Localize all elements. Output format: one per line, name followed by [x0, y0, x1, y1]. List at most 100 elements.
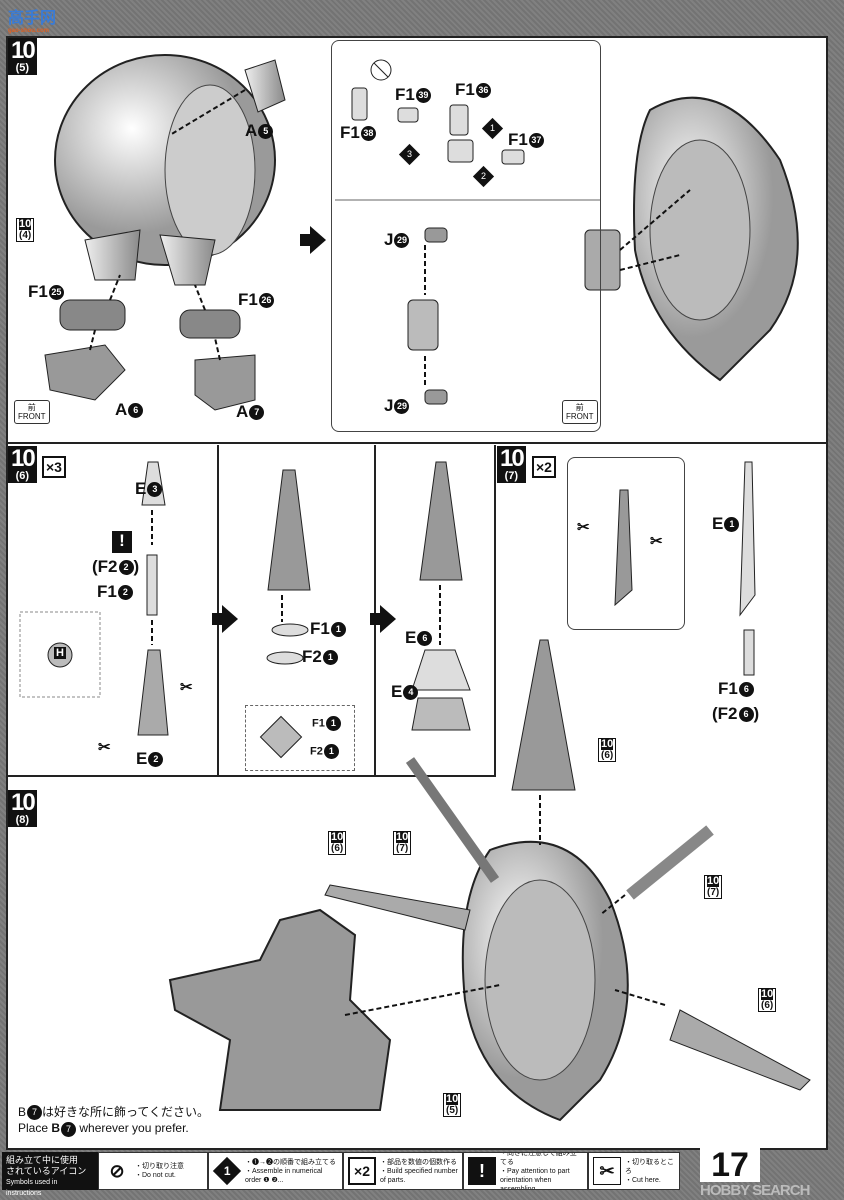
ref-step-10-7: 10(7) — [393, 831, 412, 855]
step-10-5-header: 10(5) — [8, 38, 37, 75]
step-10-7-header: 10(7) — [497, 446, 526, 483]
cut-here-icon: ✂ — [593, 1157, 621, 1185]
part-f1-26 — [179, 309, 241, 339]
step-arrow-icon — [300, 226, 326, 254]
part-f1-25 — [59, 299, 126, 331]
step-10-6-header: 10(6) — [8, 446, 37, 483]
multiplier-icon: ×2 — [348, 1157, 376, 1185]
attention-icon: ! — [468, 1157, 496, 1185]
divider — [6, 775, 496, 777]
legend-numerical-order: 1・❶→❷の順番で組み立てる・Assemble in numerical ord… — [208, 1152, 343, 1190]
legend-do-not-cut: ⊘・切り取り注意・Do not cut. — [98, 1152, 208, 1190]
cut-here-icon: ✂ — [180, 679, 193, 696]
attention-icon: ! — [112, 531, 132, 553]
thruster-left — [84, 229, 141, 281]
subassembly-inset — [331, 40, 601, 432]
do-not-cut-icon: ⊘ — [109, 1160, 125, 1181]
gundam-figure — [168, 908, 392, 1111]
part-e6 — [411, 649, 471, 691]
multiplier-badge: ×2 — [532, 456, 556, 478]
cut-here-icon: ✂ — [98, 739, 111, 756]
cut-here-icon: ✂ — [577, 519, 590, 536]
hobby-search-watermark: HOBBY SEARCH — [700, 1182, 810, 1199]
ref-step-10-7: 10(7) — [704, 875, 723, 899]
numerical-order-icon: 1 — [212, 1156, 242, 1186]
part-f1-1 — [271, 623, 309, 637]
divider — [6, 442, 828, 444]
cone-assembled-1 — [267, 469, 311, 591]
part-e2 — [137, 649, 169, 736]
e1-part — [739, 461, 756, 617]
step-arrow-icon — [370, 605, 396, 633]
ref-step-10-6: 10(6) — [758, 988, 777, 1012]
part-a6 — [44, 344, 126, 401]
divider — [374, 445, 376, 775]
part-f2-1 — [266, 651, 304, 665]
cone-assembled-2 — [419, 461, 463, 581]
final-cone-top — [511, 639, 576, 791]
step-arrow-icon — [212, 605, 238, 633]
step-10-8-header: 10(8) — [8, 790, 37, 827]
page-number: 17 — [700, 1148, 760, 1182]
part-a7 — [194, 354, 256, 411]
part-e4 — [411, 697, 471, 731]
multiplier-badge: ×3 — [42, 456, 66, 478]
part-a5 — [244, 59, 286, 113]
ref-step-10-6: 10(6) — [598, 738, 617, 762]
joint-part — [584, 229, 621, 291]
final-cone-right — [669, 1009, 811, 1091]
legend-multiplier: ×2・部品を数値の個数作る・Build specified number of … — [343, 1152, 463, 1190]
cut-here-icon: ✂ — [650, 533, 663, 550]
part-f1-6 — [743, 629, 755, 676]
ref-step-10-4: 10(4) — [16, 218, 35, 242]
h-mark: H — [54, 647, 66, 659]
legend-cut-here: ✂・切り取るところ・Cut here. — [588, 1152, 680, 1190]
thruster-right — [159, 234, 216, 286]
ref-step-10-5: 10(5) — [443, 1093, 462, 1117]
final-spike-left — [405, 757, 500, 883]
cut-detail-inset — [567, 457, 685, 630]
divider — [494, 445, 496, 775]
part-f1-2 — [146, 554, 158, 616]
divider — [217, 445, 219, 775]
ref-step-10-6: 10(6) — [328, 831, 347, 855]
final-spike-right — [626, 825, 714, 900]
legend-attention: !・向きに注意して組み立てる・Pay attention to part ori… — [463, 1152, 588, 1190]
